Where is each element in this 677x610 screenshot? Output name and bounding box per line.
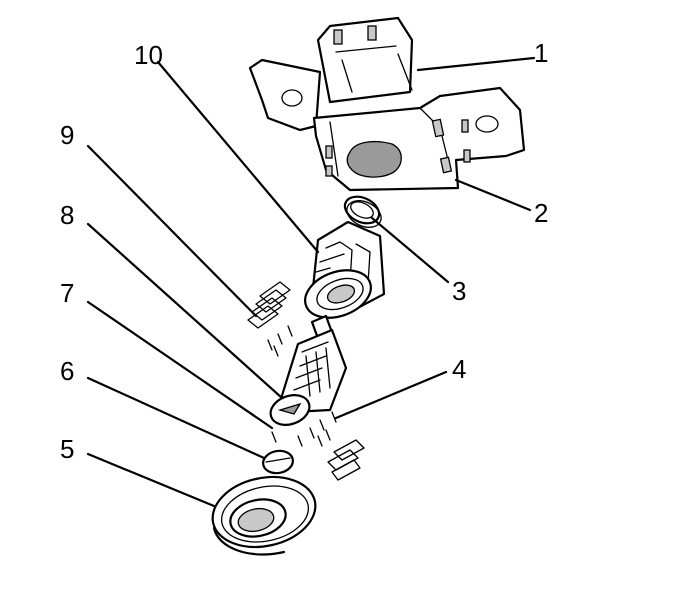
mounting-bracket (248, 16, 526, 192)
tumbler-stack-upper (247, 281, 293, 357)
cylinder-housing (304, 220, 386, 319)
callout-labels: 1 2 3 4 5 6 7 8 9 10 (60, 38, 548, 464)
callout-5: 5 (60, 434, 74, 464)
callout-1: 1 (534, 38, 548, 68)
leader-8 (86, 222, 284, 400)
leader-9 (86, 144, 258, 318)
leader-lines (86, 56, 536, 508)
leader-5 (86, 452, 216, 508)
callout-3: 3 (452, 276, 466, 306)
leader-4 (334, 370, 448, 420)
leader-10 (156, 60, 320, 254)
leader-2 (454, 178, 532, 212)
leader-3 (370, 216, 450, 284)
callout-6: 6 (60, 356, 74, 386)
retaining-ring (343, 195, 382, 228)
tumbler-stack-lower (327, 439, 365, 481)
leader-6 (86, 376, 266, 460)
lock-bezel (211, 475, 317, 556)
cylinder-shutter (262, 449, 294, 475)
leader-7 (86, 300, 274, 430)
callout-9: 9 (60, 120, 74, 150)
callout-2: 2 (534, 198, 548, 228)
leader-1 (416, 56, 536, 72)
callout-10: 10 (134, 40, 163, 70)
callout-7: 7 (60, 278, 74, 308)
callout-8: 8 (60, 200, 74, 230)
callout-4: 4 (452, 354, 466, 384)
lock-cylinder (269, 314, 348, 447)
